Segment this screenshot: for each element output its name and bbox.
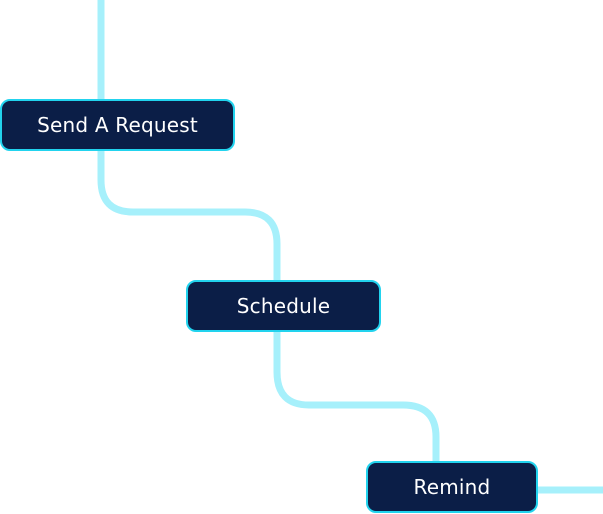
step-label: Remind bbox=[413, 475, 491, 499]
connector-path bbox=[97, 0, 603, 494]
step-schedule[interactable]: Schedule bbox=[186, 280, 381, 332]
step-remind[interactable]: Remind bbox=[366, 461, 538, 513]
step-label: Schedule bbox=[236, 294, 331, 318]
step-send-a-request[interactable]: Send A Request bbox=[0, 99, 235, 151]
step-label: Send A Request bbox=[37, 113, 198, 137]
